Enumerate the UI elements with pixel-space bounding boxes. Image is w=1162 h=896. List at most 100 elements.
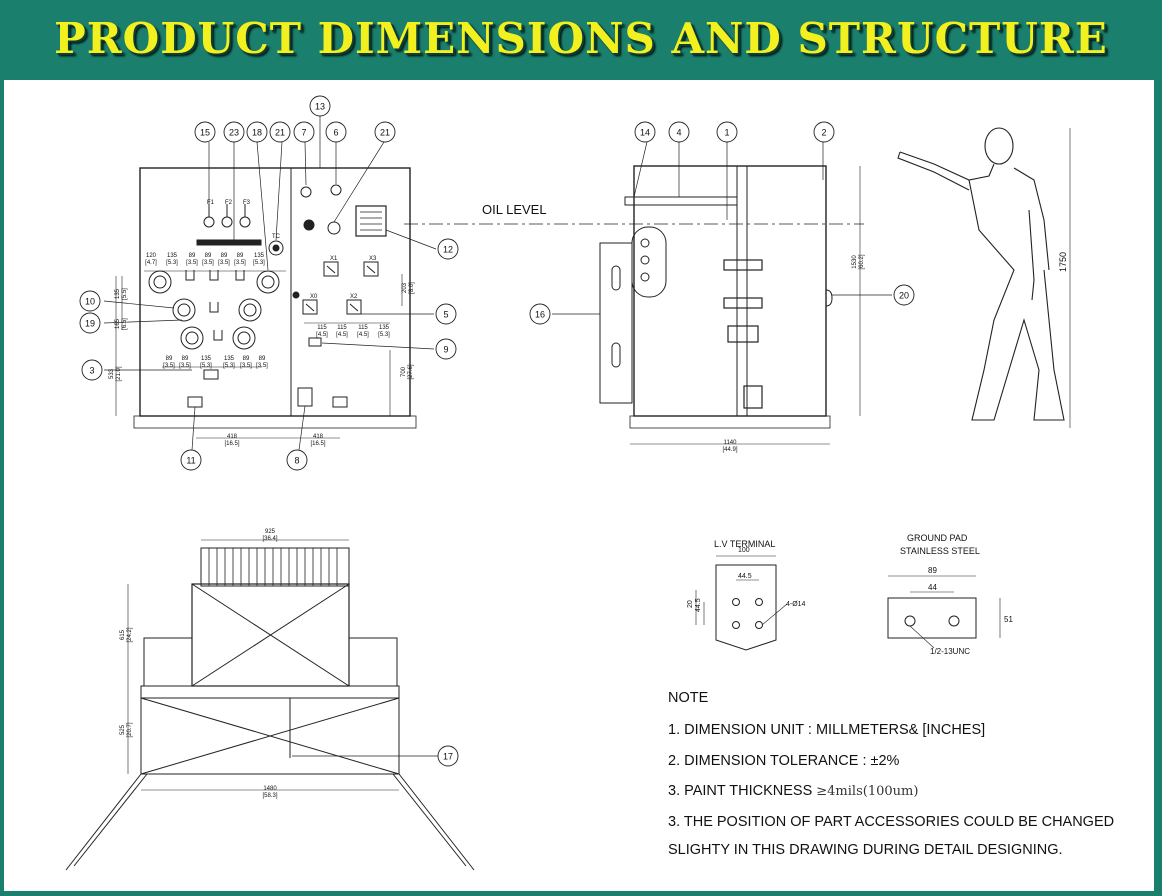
dim-top-view-top: 925[36.4] [262,529,277,542]
top-view [65,539,475,871]
balloon-23-front-1: 23 [223,121,245,143]
dim-base-right: 418[16.5] [310,434,325,447]
lv-terminal-detail [695,555,788,651]
lv-terminals [302,261,379,315]
note-3: 3. PAINT THICKNESS ≥4mils(100um) [668,783,918,799]
svg-text:15: 15 [200,128,210,138]
front-view [103,115,437,451]
balloon-21-front-3: 21 [269,121,291,143]
svg-text:2: 2 [821,128,826,138]
svg-text:3: 3 [89,366,94,376]
note-3-value: ≥4mils(100um) [816,784,918,799]
dim-bottom-0: 89[3.5] [163,356,175,369]
drain-valve [297,387,313,407]
oil-level-label: OIL LEVEL [482,202,547,217]
balloon-8-front-11: 8 [286,449,308,471]
balloon-20-side: 20 [893,284,915,306]
dim-side-d: 203[8.0] [402,282,415,294]
svg-text:4: 4 [676,128,681,138]
svg-text:16: 16 [535,310,545,320]
balloon-1-side: 1 [716,121,738,143]
label-x2: X2 [350,294,358,300]
dim-lv-3: 135[5.3] [378,325,390,338]
dim-lv-1: 115[4.5] [336,325,348,338]
svg-text:21: 21 [275,128,285,138]
svg-text:12: 12 [443,245,453,255]
ground-pad-material: STAINLESS STEEL [900,546,980,556]
svg-text:10: 10 [85,297,95,307]
svg-text:9: 9 [443,345,448,355]
balloon-6-front-5: 6 [325,121,347,143]
dim-top-6: 135[5.3] [253,253,265,266]
svg-text:1: 1 [724,128,729,138]
balloon-18-front-2: 18 [246,121,268,143]
dim-top-3: 89[3.5] [202,253,214,266]
dim-lv-2: 115[4.5] [357,325,369,338]
ground-pad-width: 89 [928,566,937,575]
hv-bushings [148,270,280,350]
ground-pad-detail [887,575,1001,649]
dim-top-4: 89[3.5] [218,253,230,266]
notes-heading: NOTE [668,690,709,706]
cover [624,196,738,206]
svg-text:14: 14 [640,128,650,138]
person-height-label: 1750 [1058,252,1068,272]
dim-side-width: 1140[44.9] [722,440,737,453]
dim-bottom-3: 135[5.3] [223,356,235,369]
ground-pad-title: GROUND PAD [907,533,968,543]
dim-top-2: 89[3.5] [186,253,198,266]
balloon-5-front-9: 5 [435,303,457,325]
svg-text:18: 18 [252,128,262,138]
svg-text:7: 7 [301,128,306,138]
label-tc: TC [272,234,281,240]
page-title: PRODUCT DIMENSIONS AND STRUCTURE [54,13,1108,63]
dim-base-left: 418[16.5] [224,434,239,447]
note-1: 1. DIMENSION UNIT : MILLMETERS& [INCHES] [668,722,985,738]
dim-side-height: 1530[60.2] [852,254,865,269]
balloon-21-front-6: 21 [374,121,396,143]
balloon-3-front-13: 3 [81,359,103,381]
technical-drawing: 15231821762113125981131019F1F2F3TCX1X3X0… [65,95,1114,871]
dim-side-c: 533[21.0] [109,366,122,381]
dim-top-view-bottom: 1480[58.3] [262,786,277,799]
balloon-7-front-4: 7 [293,121,315,143]
label-f3: F3 [243,200,251,206]
dim-lv-0: 115[4.5] [316,325,328,338]
balloon-12-front-8: 12 [437,238,459,260]
note-4-line-1: 3. THE POSITION OF PART ACCESSORIES COUL… [668,814,1114,830]
dim-top-5: 89[3.5] [234,253,246,266]
balloon-10-front-14: 10 [79,290,101,312]
dim-bottom-1: 89[3.5] [179,356,191,369]
svg-text:19: 19 [85,319,95,329]
balloon-9-front-10: 9 [435,338,457,360]
balloon-13-front-7: 13 [309,95,331,117]
lv-height-1: 44.5 [695,598,702,612]
svg-text:11: 11 [186,456,195,466]
dim-top-1: 135[5.3] [166,253,178,266]
lv-terminal-title: L.V TERMINAL [714,539,775,549]
balloon-2-side: 2 [813,121,835,143]
header-banner: PRODUCT DIMENSIONS AND STRUCTURE [0,0,1162,76]
balloon-15-front-0: 15 [194,121,216,143]
dim-top-view-upper: 615[24.2] [120,627,133,642]
ground-pad-thread: 1/2-13UNC [930,647,970,656]
svg-text:5: 5 [443,310,448,320]
balloon-19-front-15: 19 [79,312,101,334]
ground-pad-hole-spacing: 44 [928,583,937,592]
label-f1: F1 [207,200,215,206]
nameplate [355,205,387,237]
lifting-bracket [599,242,633,404]
svg-text:13: 13 [315,102,325,112]
svg-text:21: 21 [380,128,390,138]
svg-text:17: 17 [443,752,453,762]
balloon-11-front-12: 11 [180,449,202,471]
tap-changer [268,240,284,256]
note-4-line-2: SLIGHTY IN THIS DRAWING DURING DETAIL DE… [668,842,1063,858]
fuse-holders [203,204,251,228]
dim-bottom-4: 89[3.5] [240,356,252,369]
label-x0: X0 [310,294,318,300]
lv-hole-callout: 4-Ø14 [786,601,806,608]
side-view [404,127,1071,445]
label-x1: X1 [330,256,338,262]
svg-text:23: 23 [229,128,239,138]
